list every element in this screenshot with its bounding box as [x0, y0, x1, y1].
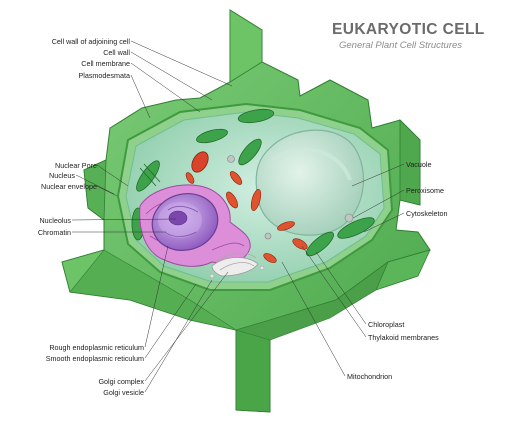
label-rough-er: Rough endoplasmic reticulum: [49, 343, 144, 352]
label-thylakoid-membranes: Thylakoid membranes: [368, 333, 439, 342]
vacuole: [255, 129, 364, 236]
chloroplasts: [131, 108, 375, 257]
label-golgi-complex: Golgi complex: [98, 377, 144, 386]
golgi-complex: [209, 252, 265, 279]
label-nuclear-envelope: Nuclear envelope: [41, 182, 97, 191]
diagram-subtitle: General Plant Cell Structures: [339, 40, 463, 51]
diagram-title: EUKARYOTIC CELL: [332, 21, 485, 38]
label-cell-wall: Cell wall: [103, 48, 130, 57]
label-nuclear-pore: Nuclear Pore: [55, 161, 97, 170]
leader-lines: [71, 40, 405, 393]
label-plasmodesmata: Plasmodesmata: [78, 71, 130, 80]
label-peroxisome: Peroxisome: [406, 186, 444, 195]
label-cell-membrane: Cell membrane: [81, 59, 130, 68]
label-chloroplast: Chloroplast: [368, 320, 405, 329]
label-vacuole: Vacuole: [406, 160, 432, 169]
nucleolus: [168, 210, 188, 226]
label-chromatin: Chromatin: [37, 228, 71, 237]
nucleus: [151, 193, 219, 251]
peroxisomes: [227, 155, 354, 240]
mitochondria: [185, 151, 308, 263]
label-nucleolus: Nucleolus: [39, 216, 71, 225]
label-golgi-vesicle: Golgi vesicle: [103, 388, 144, 397]
label-cell-wall-adjoining: Cell wall of adjoining cell: [51, 37, 130, 46]
label-smooth-er: Smooth endoplasmic reticulum: [45, 354, 144, 363]
label-cytoskeleton: Cytoskeleton: [406, 209, 448, 218]
label-mitochondrion: Mitochondrion: [347, 372, 393, 381]
label-nucleus: Nucleus: [49, 171, 75, 180]
